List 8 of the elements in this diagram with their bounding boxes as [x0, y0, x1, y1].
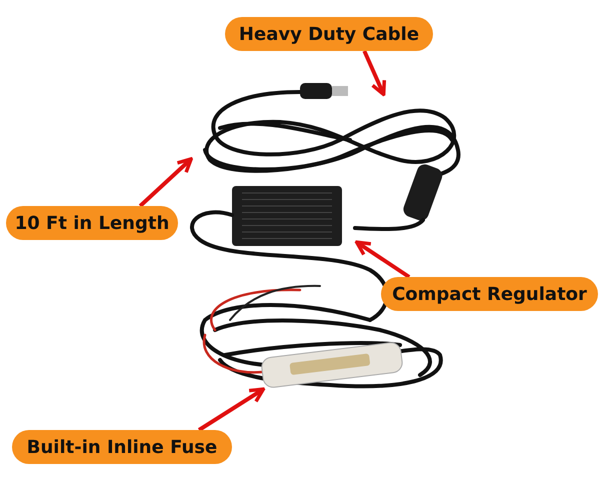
callout-label: 10 Ft in Length	[6, 206, 178, 240]
arrow	[138, 157, 193, 208]
callout-label: Heavy Duty Cable	[225, 17, 433, 51]
arrow	[198, 387, 266, 432]
arrow	[362, 50, 386, 96]
callout-label: Compact Regulator	[381, 277, 598, 311]
arrow	[354, 240, 410, 279]
callout-label: Built-in Inline Fuse	[12, 430, 232, 464]
